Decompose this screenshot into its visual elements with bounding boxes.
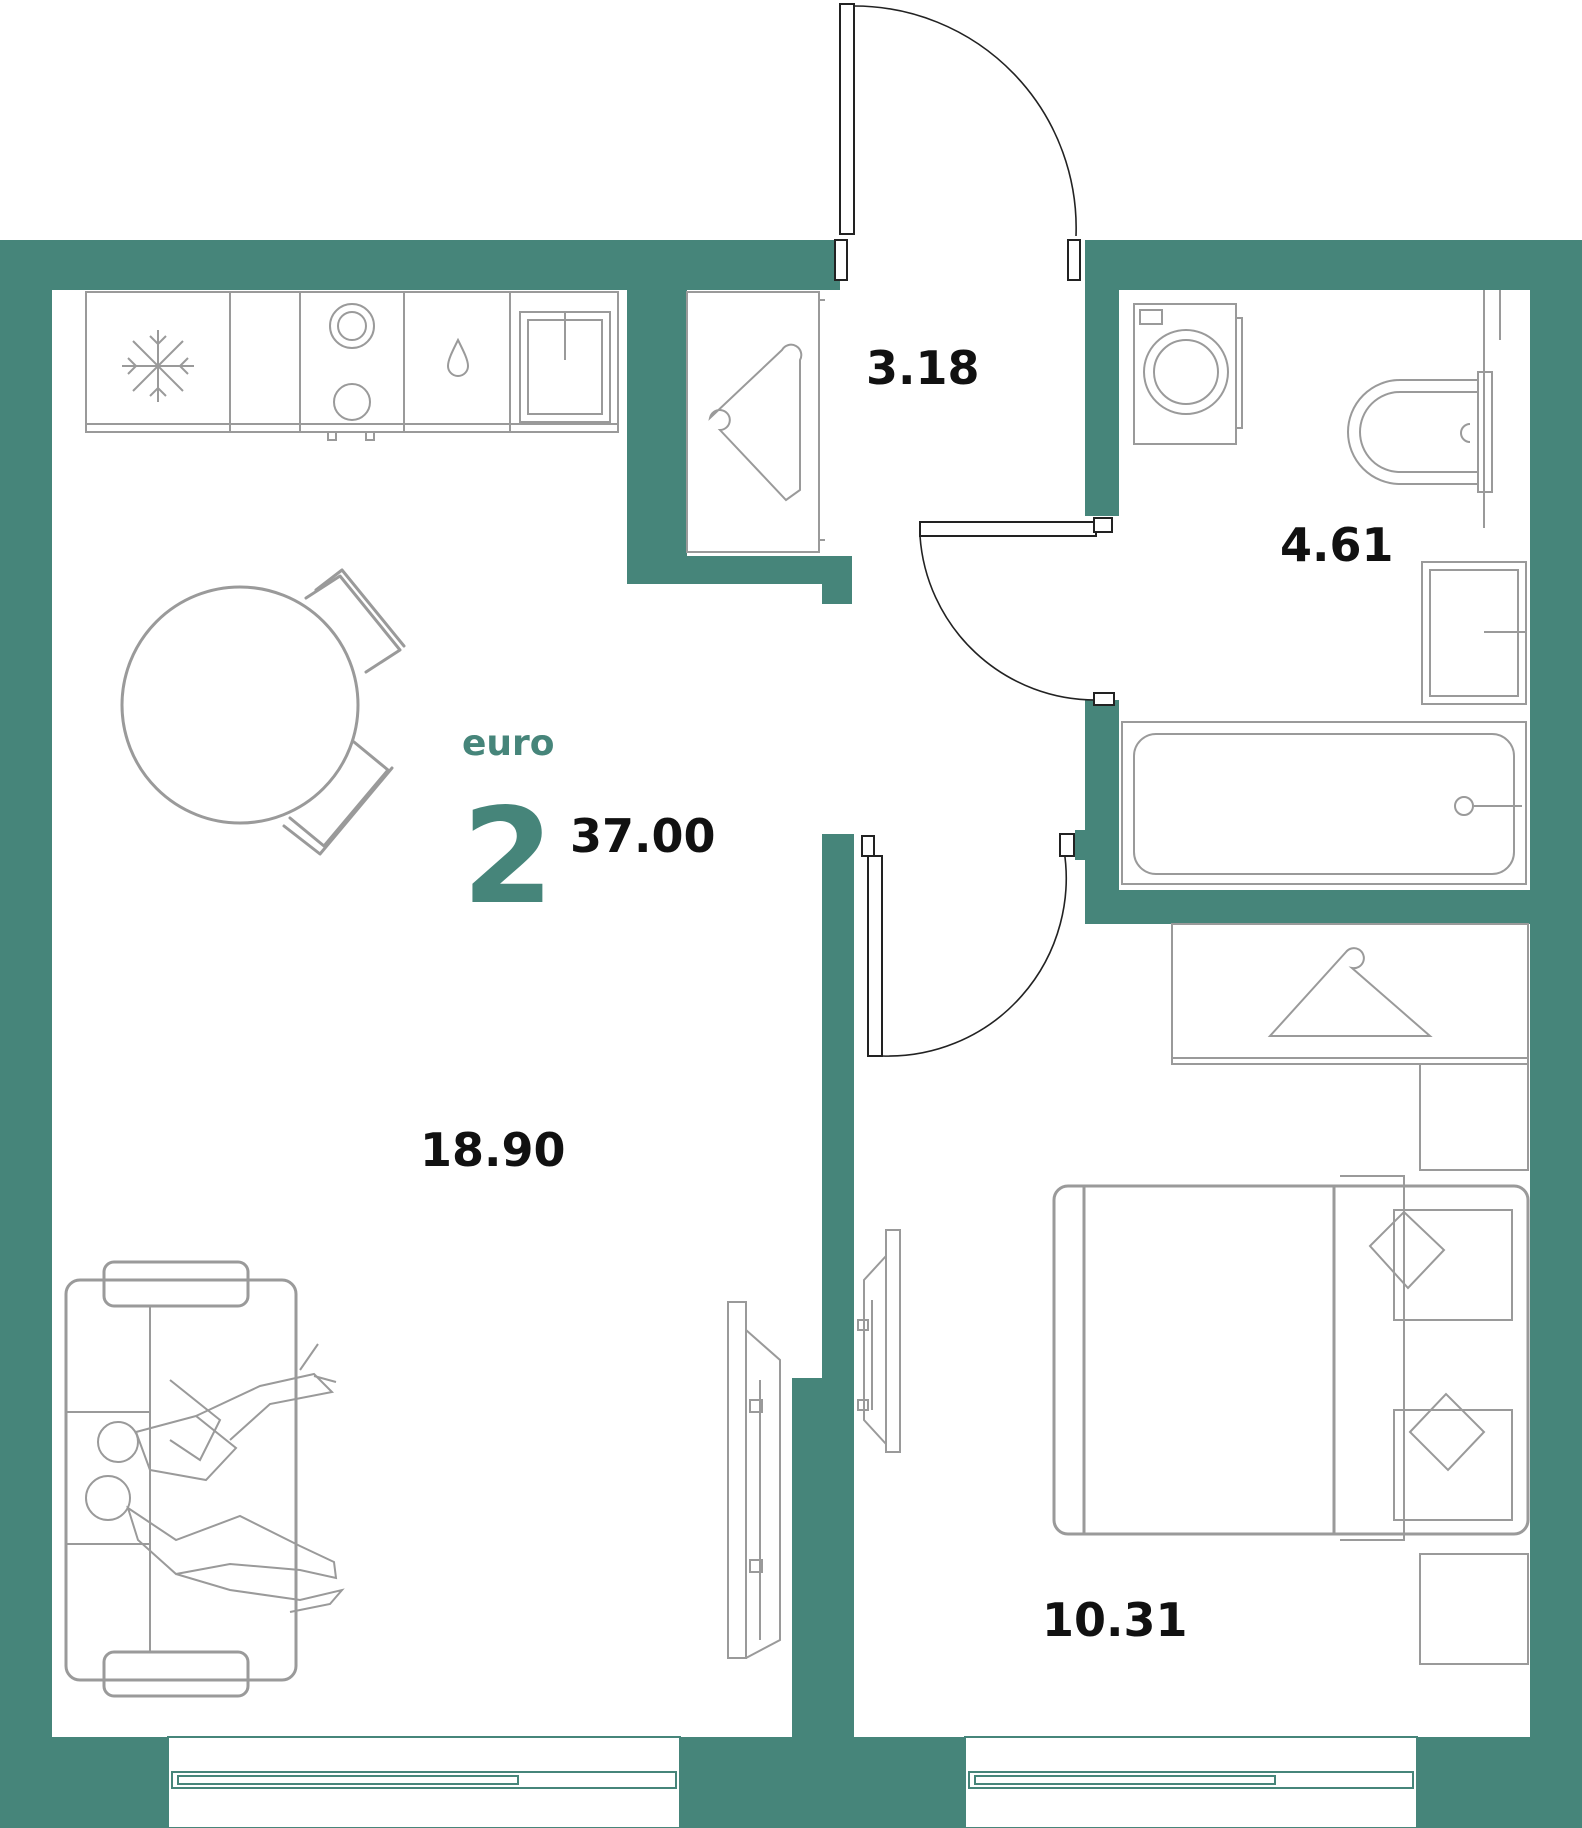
hall-wardrobe (686, 291, 825, 553)
bedroom-wardrobe (1171, 923, 1529, 1065)
dining-table-icon (120, 568, 406, 856)
bathroom-door (919, 517, 1115, 706)
labels: euro 2 37.00 18.90 3.18 4.61 10.31 (420, 341, 1394, 1647)
water-drop-icon (446, 337, 470, 377)
room-area-living: 18.90 (420, 1123, 566, 1177)
room-area-hall: 3.18 (866, 341, 980, 395)
total-area: 37.00 (570, 809, 716, 863)
sink-icon (519, 311, 611, 423)
room-area-bedroom: 10.31 (1042, 1593, 1188, 1647)
bathtub-icon (1121, 721, 1527, 885)
windows (167, 1736, 1418, 1828)
kitchen-counter (85, 291, 619, 441)
rooms-count: 2 (462, 780, 554, 934)
people-illustration (85, 1343, 345, 1613)
bedroom-furniture (857, 923, 1530, 1665)
type-label: euro (462, 723, 555, 764)
hanger-icon (1267, 947, 1433, 1037)
sink-icon (1421, 561, 1527, 705)
doors (834, 3, 1115, 1057)
bedside-table-bottom (1419, 1553, 1529, 1665)
stove-icon (329, 303, 375, 421)
tv-icon (727, 1301, 781, 1659)
fridge-snowflake-icon (122, 330, 194, 402)
entrance-door (834, 3, 1081, 281)
tv-icon (857, 1229, 901, 1453)
hanger-icon (708, 343, 803, 502)
washing-machine-icon (1133, 303, 1243, 445)
bedside-table-top (1419, 1063, 1529, 1171)
bed-icon (1052, 1175, 1530, 1541)
window-bedroom (964, 1736, 1418, 1828)
sofa-icon (64, 1260, 345, 1698)
bathroom-fixtures (1121, 290, 1527, 885)
room-area-bathroom: 4.61 (1280, 518, 1394, 572)
bedroom-door (861, 833, 1075, 1057)
walls (0, 240, 1582, 1828)
toilet-icon (1347, 371, 1493, 493)
window-living (167, 1736, 681, 1828)
